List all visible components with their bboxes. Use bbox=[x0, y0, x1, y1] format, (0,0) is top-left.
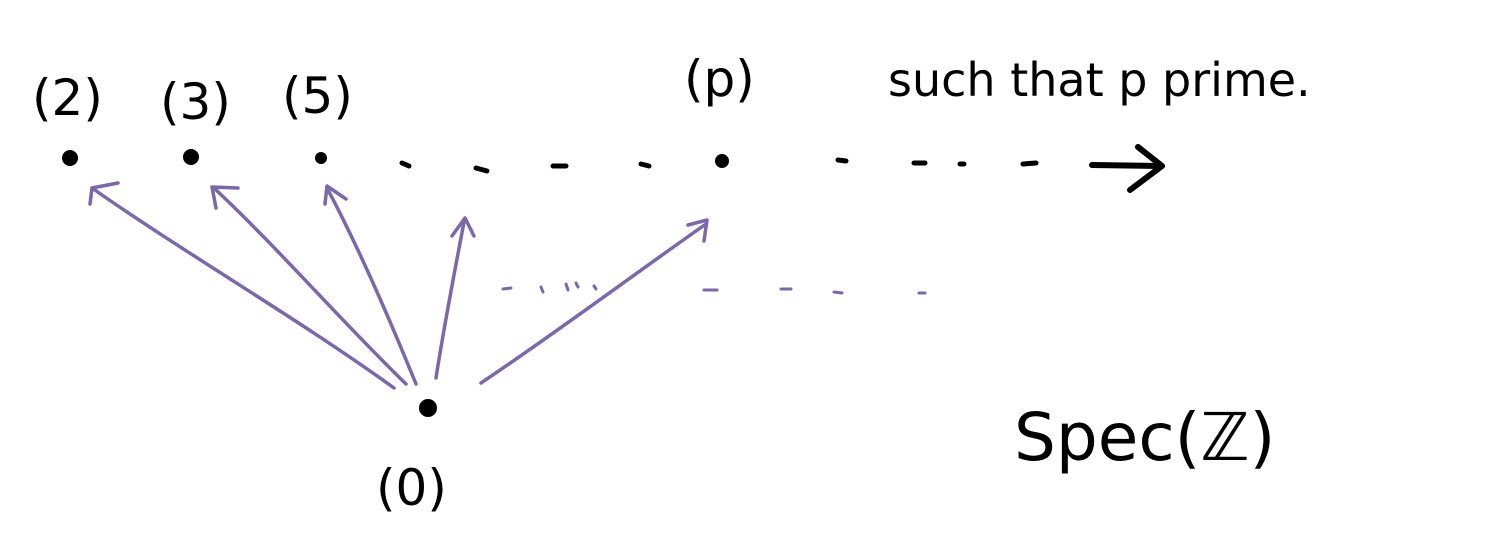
label-prime-5: (5) bbox=[282, 67, 353, 125]
right-arrow-icon bbox=[1089, 144, 1165, 193]
arrow-dash bbox=[592, 284, 598, 291]
label-prime-p: (p) bbox=[684, 50, 755, 108]
continuation-dash bbox=[835, 157, 849, 164]
note-such-that: such that p prime. bbox=[888, 53, 1311, 107]
continuation-dots bbox=[399, 157, 1039, 174]
arrow-to-5-head bbox=[323, 184, 348, 206]
arrow-to-3-head bbox=[210, 185, 240, 210]
title-spec-z: Spec(ℤ) bbox=[1014, 399, 1275, 476]
arrow-to-5 bbox=[325, 186, 418, 386]
arrow-to-next-head bbox=[450, 216, 476, 238]
arrow-to-2-head bbox=[88, 181, 120, 206]
continuation-dash bbox=[1020, 160, 1039, 167]
arrow-continuation-dots bbox=[501, 281, 927, 295]
label-prime-3: (3) bbox=[160, 73, 231, 131]
point-3 bbox=[183, 149, 199, 165]
closed-points bbox=[62, 149, 729, 417]
point-2 bbox=[62, 150, 78, 166]
arrow-dash bbox=[501, 286, 513, 291]
arrow-to-p bbox=[479, 222, 708, 385]
generic-point-0 bbox=[419, 399, 437, 417]
arrow-to-next bbox=[434, 220, 466, 380]
arrow-dash bbox=[539, 285, 545, 294]
point-p bbox=[715, 154, 729, 168]
arrow-to-3 bbox=[212, 186, 408, 386]
arrow-dash bbox=[832, 290, 844, 295]
label-zero-ideal: (0) bbox=[376, 459, 447, 517]
point-5 bbox=[315, 152, 327, 164]
continuation-dash bbox=[473, 165, 490, 174]
label-prime-2: (2) bbox=[32, 69, 103, 127]
specialization-arrows bbox=[88, 181, 709, 390]
arrow-to-p-head bbox=[686, 218, 709, 243]
arrow-dash bbox=[574, 281, 580, 289]
arrow-dash bbox=[564, 282, 570, 292]
continuation-dash bbox=[638, 161, 652, 169]
continuation-dash bbox=[399, 160, 412, 169]
arrow-to-2 bbox=[90, 186, 396, 390]
